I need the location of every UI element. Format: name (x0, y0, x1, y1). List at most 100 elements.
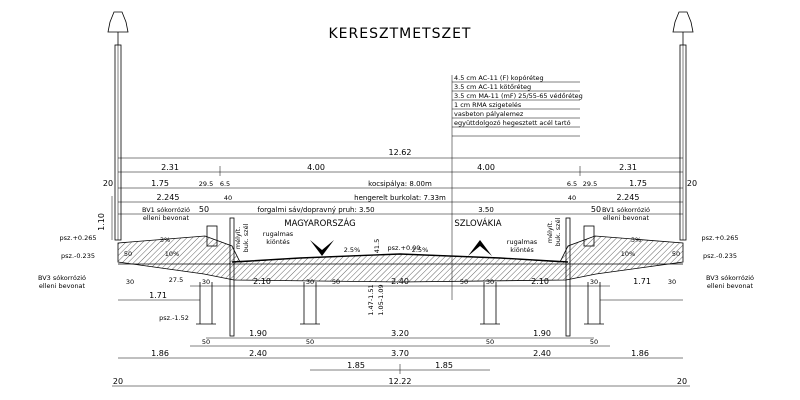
svg-text:1.71: 1.71 (149, 291, 167, 300)
svg-text:forgalmi sáv/dopravný pruh: 3.: forgalmi sáv/dopravný pruh: 3.50 (257, 206, 374, 214)
dim-row-bottom-total: 20 12.22 20 (112, 377, 690, 387)
layer-5: vasbeton pályalemez (454, 110, 524, 118)
svg-text:3.20: 3.20 (391, 329, 409, 338)
svg-text:psz.-1.52: psz.-1.52 (159, 314, 189, 322)
svg-text:mélyít.: mélyít. (546, 221, 554, 243)
dim-row-girder-spacing: 1.90 3.20 1.90 (206, 329, 594, 339)
svg-text:30: 30 (306, 278, 314, 286)
svg-text:psz.+0.265: psz.+0.265 (59, 234, 96, 242)
svg-text:30: 30 (126, 278, 134, 286)
dim-row-171: 1.71 1.71 (118, 277, 683, 301)
svg-text:29.5: 29.5 (583, 180, 597, 188)
svg-text:BV3 sókorrózió: BV3 sókorrózió (38, 274, 86, 282)
svg-text:12.22: 12.22 (389, 377, 412, 386)
svg-text:BV3 sókorrózió: BV3 sókorrózió (706, 274, 754, 282)
svg-text:6.5: 6.5 (567, 180, 577, 188)
svg-text:elleni bevonat: elleni bevonat (143, 214, 190, 222)
dim-total-top: 12.62 (118, 148, 683, 159)
svg-text:50: 50 (202, 338, 210, 346)
svg-text:3%: 3% (160, 236, 170, 244)
svg-text:2.245: 2.245 (617, 193, 640, 202)
svg-text:20: 20 (103, 179, 113, 188)
arrow-up-icon (468, 240, 492, 256)
svg-text:41.5: 41.5 (373, 239, 381, 253)
svg-text:rugalmas: rugalmas (507, 238, 538, 246)
svg-text:kiöntés: kiöntés (266, 238, 290, 246)
svg-text:kiöntés: kiöntés (510, 246, 534, 254)
lamp-post-right (672, 11, 694, 241)
svg-text:50: 50 (124, 250, 132, 258)
svg-text:2.5%: 2.5% (412, 246, 429, 254)
svg-text:20: 20 (687, 179, 697, 188)
dim-row-bottom-1: 1.86 2.40 3.70 2.40 1.86 (118, 349, 683, 359)
drawing-title: KERESZTMETSZET (329, 26, 472, 42)
svg-text:50: 50 (306, 338, 314, 346)
svg-text:2.31: 2.31 (161, 163, 179, 172)
svg-text:BV1 sókorrózió: BV1 sókorrózió (602, 206, 650, 214)
svg-text:30: 30 (590, 278, 598, 286)
layer-3: 3.5 cm MA-11 (mF) 25/55-65 védőréteg (454, 91, 583, 100)
dim-row-flanges: 50 50 50 50 (190, 338, 610, 347)
lamp-post-left (107, 11, 129, 241)
svg-text:1.10: 1.10 (97, 213, 106, 231)
svg-text:2.31: 2.31 (619, 163, 637, 172)
svg-text:elleni bevonat: elleni bevonat (707, 282, 754, 290)
arrow-down-icon (310, 240, 334, 256)
girder-4 (584, 282, 604, 325)
svg-text:2.10: 2.10 (253, 277, 271, 286)
svg-text:27.5: 27.5 (169, 276, 183, 284)
svg-text:3%: 3% (631, 236, 641, 244)
svg-text:4.00: 4.00 (307, 163, 325, 172)
svg-text:2.10: 2.10 (531, 277, 549, 286)
layer-6: együttdolgozó hegesztett acél tartó (454, 119, 571, 127)
svg-text:1.86: 1.86 (631, 349, 649, 358)
svg-text:elleni bevonat: elleni bevonat (603, 214, 650, 222)
svg-text:psz.-0.235: psz.-0.235 (703, 252, 737, 260)
svg-text:30: 30 (486, 278, 494, 286)
dim-row-3: 20 1.75 29.5 6.5 kocsipálya: 8.00m 6.5 2… (103, 179, 697, 189)
svg-text:2.245: 2.245 (157, 193, 180, 202)
layer-4: 1 cm RMA szigetelés (454, 101, 522, 109)
dim-row-5: 50 forgalmi sáv/dopravný pruh: 3.50 3.50… (118, 205, 683, 215)
country-hungary: MAGYARORSZÁG (284, 217, 355, 229)
svg-text:3.70: 3.70 (391, 349, 409, 358)
svg-text:psz.+0.00: psz.+0.00 (388, 244, 421, 252)
svg-text:2.40: 2.40 (533, 349, 551, 358)
dim-row-bottom-2: 1.85 1.85 (310, 361, 490, 374)
svg-text:4.00: 4.00 (477, 163, 495, 172)
svg-text:50: 50 (591, 205, 601, 214)
svg-text:1.85: 1.85 (435, 361, 453, 370)
girder-3 (480, 282, 500, 325)
svg-text:50: 50 (332, 278, 340, 286)
dim-height-110: 1.10 (97, 196, 113, 240)
svg-text:1.90: 1.90 (533, 329, 551, 338)
country-slovakia: SZLOVÁKIA (454, 217, 501, 229)
svg-text:50: 50 (672, 250, 680, 258)
svg-text:1.05-1.09: 1.05-1.09 (377, 284, 385, 315)
svg-text:20: 20 (113, 377, 123, 386)
svg-text:10%: 10% (621, 250, 635, 258)
svg-text:1.71: 1.71 (633, 277, 651, 286)
svg-text:50: 50 (486, 338, 494, 346)
svg-text:1.75: 1.75 (629, 179, 647, 188)
svg-text:50: 50 (199, 205, 209, 214)
svg-text:elleni bevonat: elleni bevonat (39, 282, 86, 290)
svg-text:40: 40 (568, 194, 576, 202)
svg-text:rugalmas: rugalmas (263, 230, 294, 238)
deck-slab (117, 235, 684, 283)
svg-text:29.5: 29.5 (199, 180, 213, 188)
svg-text:1.85: 1.85 (347, 361, 365, 370)
svg-text:10%: 10% (165, 250, 179, 258)
svg-text:psz.+0.265: psz.+0.265 (701, 234, 738, 242)
svg-text:kocsipálya: 8.00m: kocsipálya: 8.00m (368, 180, 432, 188)
dim-row-girder-top: 30 2.10 30 50 2.40 50 30 2.10 30 (190, 277, 610, 287)
svg-text:psz.-0.235: psz.-0.235 (61, 252, 95, 260)
svg-text:3.50: 3.50 (478, 206, 494, 214)
layer-1: 4.5 cm AC-11 (F) kopóréteg (454, 74, 544, 82)
svg-text:2.5%: 2.5% (344, 246, 361, 254)
svg-text:2.40: 2.40 (249, 349, 267, 358)
svg-text:1.75: 1.75 (151, 179, 169, 188)
svg-text:buk. szél: buk. szél (554, 217, 562, 246)
girder-2 (300, 282, 320, 325)
